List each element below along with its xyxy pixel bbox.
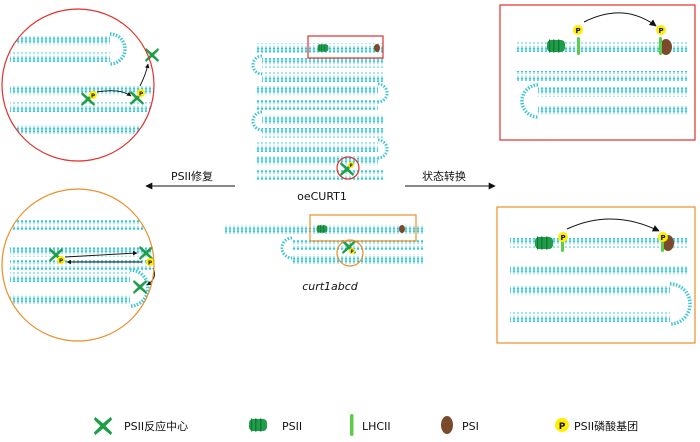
legend: PSII反应中心 PSII LHCII PSI P PSII磷酸基团	[93, 414, 638, 436]
lhcii-icon	[350, 414, 354, 436]
phosphate-letter: P	[559, 422, 566, 432]
psii-repair-label: PSII修复	[171, 169, 213, 183]
oecurt1-label: oeCURT1	[297, 190, 347, 203]
state-transition-label: 状态转换	[422, 169, 466, 183]
zoom-box-orange	[496, 206, 696, 344]
zoom-circle-orange	[1, 188, 155, 342]
psii-reaction-center-icon	[93, 416, 113, 436]
curt1abcd-stack	[225, 214, 425, 267]
legend-label-4: PSII磷酸基团	[574, 419, 638, 433]
curt1abcd-label: curt1abcd	[302, 280, 359, 293]
legend-label-0: PSII反应中心	[124, 419, 188, 433]
legend-label-1: PSII	[282, 420, 302, 433]
oecurt1-stack	[251, 35, 389, 180]
zoom-box-red	[499, 4, 696, 141]
legend-label-2: LHCII	[362, 420, 391, 433]
psi-icon	[441, 416, 453, 434]
zoom-circle-red	[1, 8, 159, 162]
psii-icon	[249, 418, 267, 432]
legend-label-3: PSI	[462, 420, 479, 433]
psii-phosphate-icon: P	[555, 418, 569, 432]
